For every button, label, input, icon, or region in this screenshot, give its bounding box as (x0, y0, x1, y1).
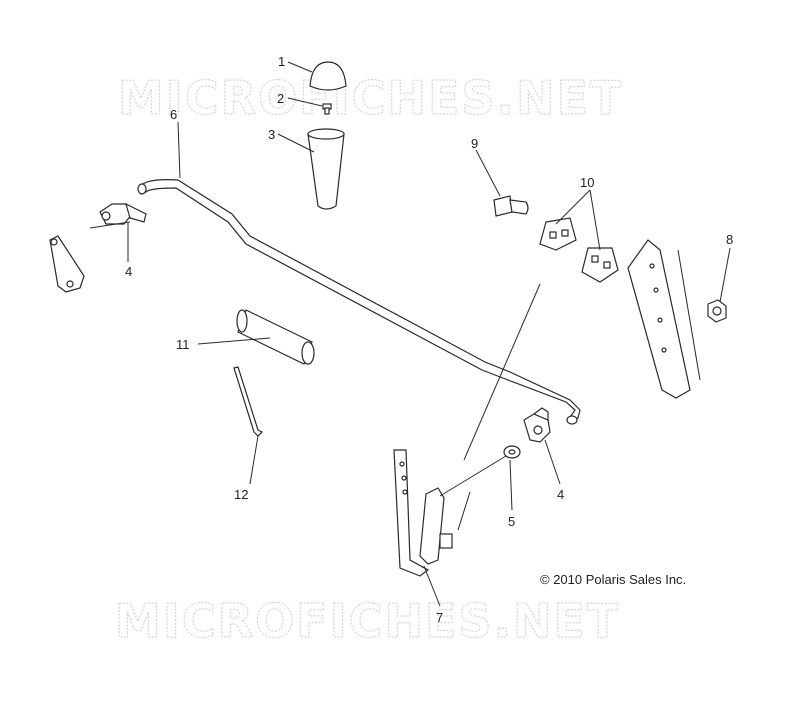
callout-4-right: 4 (557, 487, 564, 502)
shift-rod-part (137, 179, 581, 425)
callout-3: 3 (268, 127, 275, 142)
callout-9: 9 (471, 136, 478, 151)
callout-5: 5 (508, 514, 515, 529)
watermark-bottom: MICROFICHES.NET (115, 594, 620, 648)
lever-link-part (49, 235, 85, 293)
pin-part (233, 366, 264, 437)
clip-left-part (99, 202, 147, 225)
leader-lines (89, 61, 731, 607)
callout-7: 7 (436, 610, 443, 625)
sleeve-part (236, 309, 315, 365)
shift-lever-part (393, 449, 453, 577)
screw-part (322, 103, 332, 115)
watermark-top: MICROFICHES.NET (118, 71, 623, 125)
knob-cap-part (309, 61, 347, 91)
callout-4-left: 4 (125, 264, 132, 279)
bracket-plate-part (627, 239, 701, 399)
washer-part (503, 445, 521, 459)
bushing-b-part (581, 247, 619, 283)
callout-2: 2 (277, 91, 284, 106)
hex-nut-part (707, 299, 727, 323)
clip-right-part (523, 407, 551, 443)
callout-1: 1 (278, 54, 285, 69)
callout-8: 8 (726, 232, 733, 247)
callout-12: 12 (234, 487, 248, 502)
bolt-part (493, 195, 529, 217)
callout-10: 10 (580, 175, 594, 190)
copyright-notice: © 2010 Polaris Sales Inc. (540, 572, 686, 587)
callout-11: 11 (176, 337, 190, 352)
bushing-a-part (539, 217, 577, 251)
tapered-knob-part (307, 128, 345, 210)
callout-6: 6 (170, 107, 177, 122)
